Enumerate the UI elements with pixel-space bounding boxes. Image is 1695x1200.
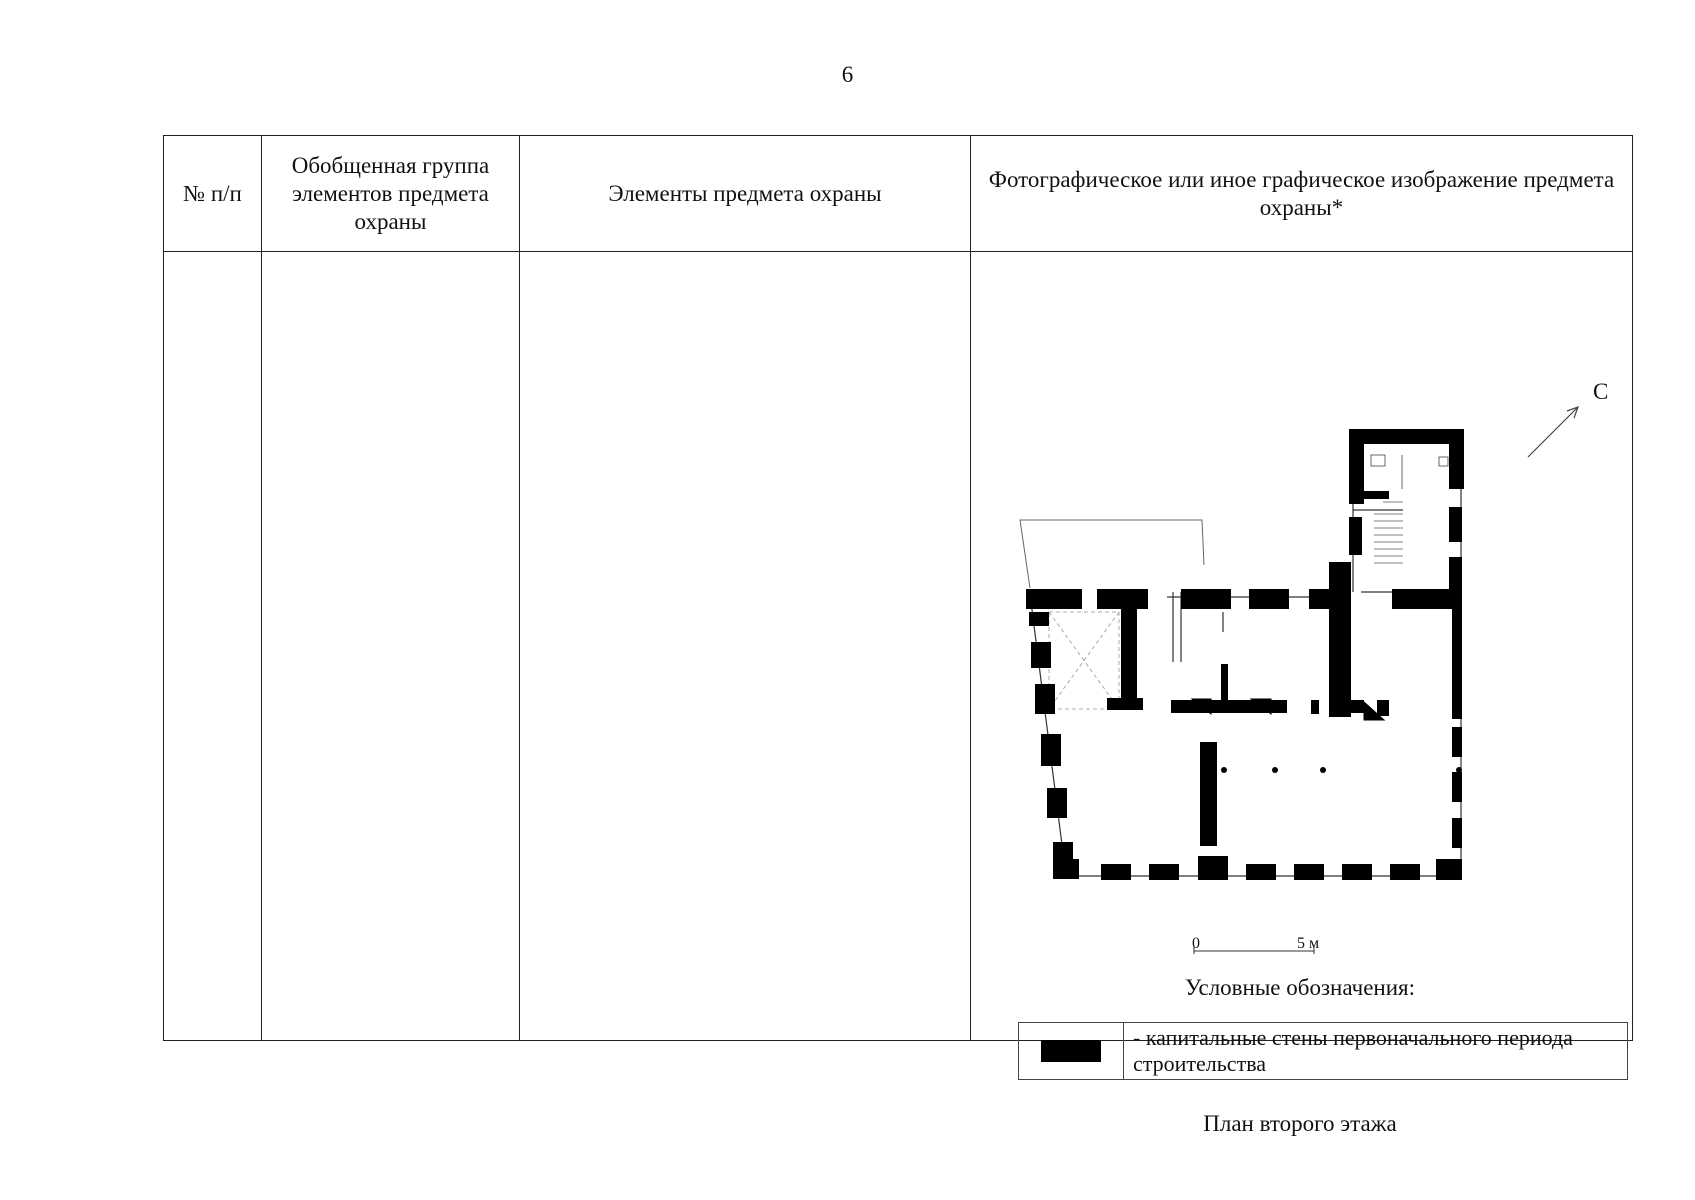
sanitary-fixtures-icon: [1370, 454, 1449, 489]
door-swings: [1190, 698, 1386, 721]
legend-title: Условные обозначения:: [1184, 975, 1416, 1000]
hatched-area: [1048, 611, 1120, 710]
header-number: № п/п: [163, 135, 262, 252]
plan-caption: План второго этажа: [1203, 1111, 1397, 1136]
outer-wall-lines: [1030, 439, 1462, 877]
annex-outline: [1019, 519, 1205, 589]
header-image: Фотографическое или иное графическое изо…: [970, 135, 1633, 252]
staircase: [1374, 501, 1403, 564]
capital-walls: [1026, 429, 1464, 880]
page-number: 6: [841, 62, 854, 87]
heritage-table: № п/п Обобщенная группа элементов предме…: [163, 135, 1633, 1136]
north-arrow-icon: [1527, 405, 1580, 458]
floor-plan-drawing: [1019, 405, 1580, 954]
cell-number: [163, 251, 262, 1041]
header-element-group: Обобщенная группа элементов предмета охр…: [261, 135, 520, 252]
legend-item-text: - капитальные стены первоначального пери…: [1133, 1025, 1573, 1076]
scale-start-label: 0: [1192, 935, 1200, 952]
table-header-row: № п/п Обобщенная группа элементов предме…: [163, 135, 1633, 252]
cell-element-group: [261, 251, 520, 1041]
cell-image: С 0 5 м Условные обозначения: - капиталь…: [970, 251, 1633, 1136]
table-row: С 0 5 м Условные обозначения: - капиталь…: [163, 251, 1633, 1136]
north-label: С: [1593, 379, 1609, 404]
scale-end-label: 5 м: [1297, 935, 1320, 952]
scale-bar: [1193, 947, 1315, 954]
header-elements: Элементы предмета охраны: [519, 135, 971, 252]
legend-swatch: [1041, 1040, 1101, 1062]
legend-box: - капитальные стены первоначального пери…: [1018, 1022, 1628, 1080]
legend-swatch-cell: [1019, 1023, 1124, 1079]
cell-elements: [519, 251, 971, 1041]
